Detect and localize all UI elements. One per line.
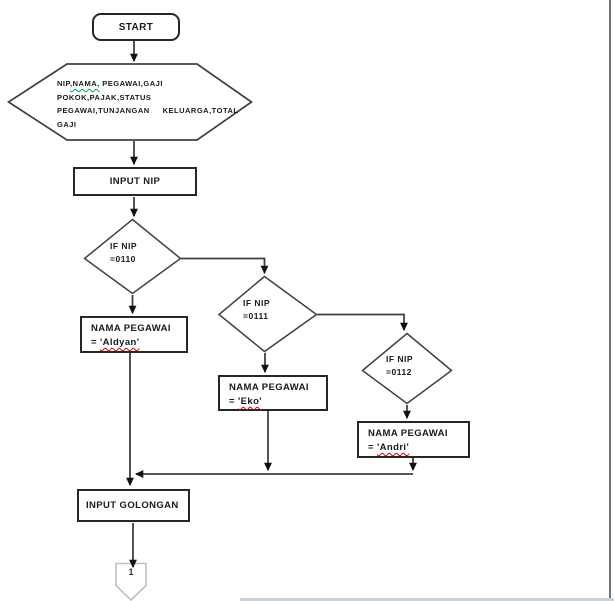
input-nip-node[interactable]: INPUT NIP <box>73 167 197 196</box>
assign-aldyan-node[interactable]: NAMA PEGAWAI = 'Aldyan' <box>80 316 188 353</box>
page-bottom-edge <box>240 598 614 601</box>
page-right-edge <box>609 0 611 601</box>
offpage-connector-label: 1 <box>128 567 134 577</box>
hexagon-line-1: NIP,NAMA, PEGAWAI,GAJI <box>57 79 163 88</box>
start-label: START <box>118 21 154 33</box>
decision-0110-label: IF NIP =0110 <box>110 241 138 264</box>
assign-aldyan-line1: NAMA PEGAWAI <box>91 323 171 334</box>
input-golongan-node[interactable]: INPUT GOLONGAN <box>77 489 190 522</box>
decision-0112-label: IF NIP =0112 <box>386 354 414 377</box>
arrow-if0110-to-if0111 <box>181 257 269 275</box>
assign-andri-line2: = 'Andri' <box>368 442 410 453</box>
data-hexagon-shape[interactable] <box>6 63 253 141</box>
hexagon-line-4: GAJI <box>57 119 77 129</box>
spellcheck-underlined-name: 'Aldyan' <box>100 337 140 348</box>
decision-0111-label: IF NIP =0111 <box>243 298 271 321</box>
assign-aldyan-line2: = 'Aldyan' <box>91 337 140 348</box>
assign-eko-line1: NAMA PEGAWAI <box>229 382 309 393</box>
decision-diamond-0111[interactable] <box>217 275 318 353</box>
hexagon-line-3: PEGAWAI,TUNJANGAN KELUARGA,TOTAL <box>57 106 239 115</box>
input-nip-label: INPUT NIP <box>109 176 161 187</box>
input-golongan-label: INPUT GOLONGAN <box>86 500 179 511</box>
assign-eko-node[interactable]: NAMA PEGAWAI = 'Eko' <box>218 375 328 411</box>
assign-andri-line1: NAMA PEGAWAI <box>368 428 448 439</box>
data-declaration-text: NIP,NAMA, PEGAWAI,GAJI POKOK,PAJAK,STATU… <box>57 77 257 131</box>
assign-andri-node[interactable]: NAMA PEGAWAI = 'Andri' <box>357 421 470 458</box>
spellcheck-underlined-name: 'Eko' <box>238 396 262 407</box>
spellcheck-underlined-name: 'Andri' <box>377 442 410 453</box>
start-node[interactable]: START <box>92 13 180 41</box>
assign-eko-line2: = 'Eko' <box>229 396 262 407</box>
decision-diamond-0112[interactable] <box>361 332 453 405</box>
offpage-connector-shape[interactable] <box>115 562 147 601</box>
arrow-if0111-to-if0112 <box>317 313 408 332</box>
hexagon-line-2: POKOK,PAJAK,STATUS <box>57 92 152 102</box>
grammar-underlined-word: ,NAMA, <box>70 79 100 88</box>
decision-diamond-0110[interactable] <box>83 218 182 295</box>
connector-arrows <box>126 41 417 569</box>
